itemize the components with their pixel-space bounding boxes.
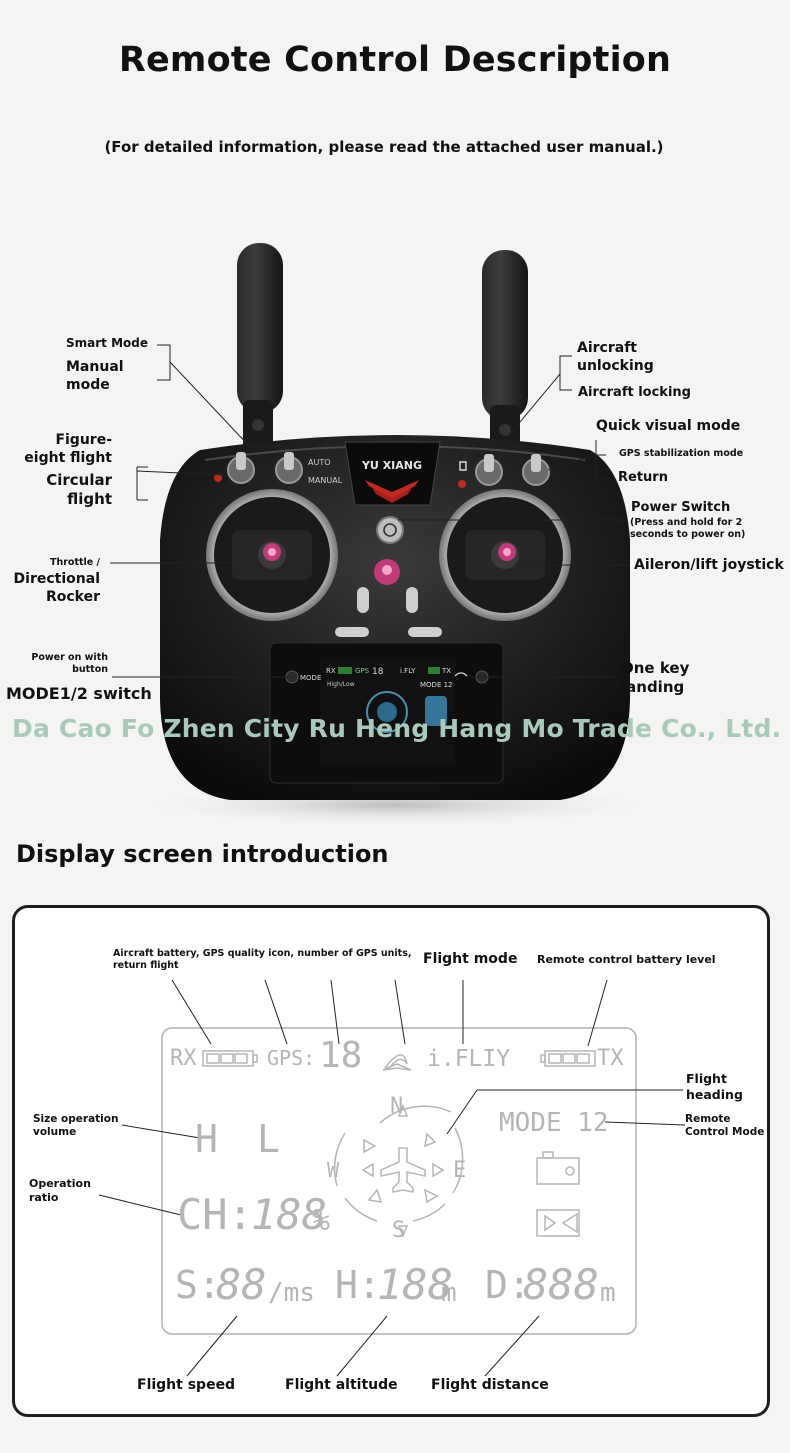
display-section-title: Display screen introduction	[16, 840, 389, 868]
label-throttle: Throttle /	[49, 557, 100, 568]
lcd-frame	[161, 1027, 637, 1335]
landing-icon	[454, 672, 468, 677]
label-remote-control-mode: Remote Control Mode	[685, 1113, 765, 1139]
page-title: Remote Control Description	[118, 40, 672, 80]
leader-lines	[110, 344, 630, 678]
label-one-key-landing: One key landing	[621, 659, 690, 696]
red-indicator-right	[458, 480, 466, 488]
lcd-dist-digits: 888	[523, 1260, 599, 1309]
lcd-compass-n: N	[390, 1094, 404, 1119]
lcd-gps: GPS:	[267, 1046, 316, 1070]
video-icon	[536, 1209, 580, 1237]
label-size-operation-volume: Size operation volume	[33, 1113, 119, 1139]
page-subtitle: (For detailed information, please read t…	[104, 138, 664, 156]
right-horizontal-trim	[408, 627, 442, 637]
power-switch-button	[376, 516, 404, 544]
left-antenna	[237, 243, 283, 450]
screen-gps-count: 18	[372, 667, 384, 677]
label-quick-visual-mode: Quick visual mode	[596, 418, 741, 434]
label-aircraft-locking: Aircraft locking	[578, 385, 691, 400]
lock-icon	[459, 461, 467, 471]
lcd-speed-digits: 88	[216, 1260, 267, 1309]
lcd-compass-s: S	[392, 1218, 406, 1243]
label-circular-flight: Circular flight	[46, 471, 112, 508]
lcd-alt-prefix: H:	[335, 1263, 381, 1307]
label-mode-switch: MODE1/2 switch	[6, 684, 152, 703]
label-flight-mode: Flight mode	[423, 951, 518, 967]
screen-mode: MODE 12	[420, 681, 453, 689]
screen-speed-mode: High/Low	[327, 681, 355, 688]
lcd-speed-prefix: S:	[175, 1263, 221, 1307]
left-trim-button	[357, 587, 369, 613]
rc-battery-icon	[540, 1050, 596, 1067]
mode-button-label: MODE	[300, 674, 321, 682]
label-battery-gps: Aircraft battery, GPS quality icon, numb…	[113, 948, 412, 971]
remote-controller-illustration: YU XIANG AUTO MANUAL	[110, 243, 665, 827]
camera-icon	[536, 1151, 580, 1185]
label-return: Return	[618, 470, 668, 485]
label-flight-distance: Flight distance	[431, 1377, 549, 1393]
brand-text: YU XIANG	[361, 459, 422, 472]
label-power-switch-note: (Press and hold for 2 seconds to power o…	[630, 517, 746, 540]
lcd-speed-unit: /ms	[268, 1278, 315, 1308]
label-flight-altitude: Flight altitude	[285, 1377, 398, 1393]
lcd-alt-unit: m	[441, 1278, 457, 1308]
lcd-compass-w: W	[327, 1158, 340, 1182]
label-rc-battery: Remote control battery level	[537, 953, 716, 966]
screen-gps: GPS	[355, 667, 370, 675]
left-toggle-switch-2	[275, 452, 303, 484]
red-indicator-left	[214, 474, 222, 482]
screen-rx: RX	[326, 667, 336, 675]
lcd-ch-digits: 188	[251, 1190, 327, 1239]
lcd-mode: MODE 12	[499, 1108, 609, 1138]
right-toggle-switch-1	[475, 454, 503, 486]
display-diagram-svg	[98, 979, 686, 1377]
right-antenna	[482, 250, 528, 455]
aircraft-battery-icon	[202, 1050, 258, 1067]
company-watermark: Da Cao Fo Zhen City Ru Heng Hang Mo Trad…	[12, 714, 782, 743]
left-joystick	[206, 489, 338, 621]
right-joystick	[439, 489, 571, 621]
switch-auto-label: AUTO	[308, 458, 331, 467]
label-smart-mode: Smart Mode	[66, 336, 148, 350]
left-horizontal-trim	[335, 627, 369, 637]
label-power-switch: Power Switch	[631, 500, 731, 515]
lcd-gps-count: 18	[319, 1035, 363, 1076]
right-toggle-switch-2	[522, 454, 550, 486]
right-trim-button	[406, 587, 418, 613]
wings-logo-icon	[365, 480, 419, 503]
brand-panel	[344, 441, 441, 506]
label-power-on-button: Power on with button	[31, 652, 108, 675]
label-flight-speed: Flight speed	[137, 1377, 236, 1393]
label-manual-mode: Manual mode	[66, 359, 124, 393]
lcd-percent: %	[312, 1203, 331, 1238]
lcd-ch: CH:	[177, 1190, 253, 1239]
switch-manual-label: MANUAL	[308, 476, 343, 485]
label-flight-heading: Flight heading	[686, 1071, 743, 1102]
lcd-dist-unit: m	[600, 1278, 616, 1308]
return-flight-icon	[382, 1054, 412, 1071]
lcd-alt-digits: 188	[377, 1260, 453, 1309]
lcd-flight-mode: i.FLIY	[427, 1046, 511, 1072]
label-aircraft-unlocking: Aircraft unlocking	[577, 340, 654, 374]
compass-heading-icon	[333, 1103, 464, 1239]
label-gps-stabilization: GPS stabilization mode	[619, 448, 744, 459]
lcd-dist-prefix: D:	[485, 1263, 531, 1307]
lcd-h: H	[195, 1117, 218, 1161]
label-figure-eight: Figure-eight flight	[24, 432, 112, 466]
screen-compass	[366, 691, 408, 733]
label-operation-ratio: Operation ratio	[29, 1177, 91, 1204]
screen-flight-mode: i.FLY	[400, 667, 416, 675]
label-directional-rocker: Directional Rocker	[13, 571, 100, 605]
lcd-compass-e: E	[453, 1158, 467, 1183]
lcd-l: L	[257, 1117, 280, 1161]
lcd-rx: RX	[170, 1046, 197, 1071]
screen-tx: TX	[441, 667, 451, 675]
diagram-leader-lines	[98, 979, 686, 1377]
display-diagram-panel: RX GPS: 18 i.FLIY TX H L MODE 12 N S W E…	[12, 905, 770, 1417]
label-aileron-joystick: Aileron/lift joystick	[634, 557, 784, 573]
left-toggle-switch-1	[227, 452, 255, 484]
lcd-tx: TX	[597, 1046, 624, 1071]
